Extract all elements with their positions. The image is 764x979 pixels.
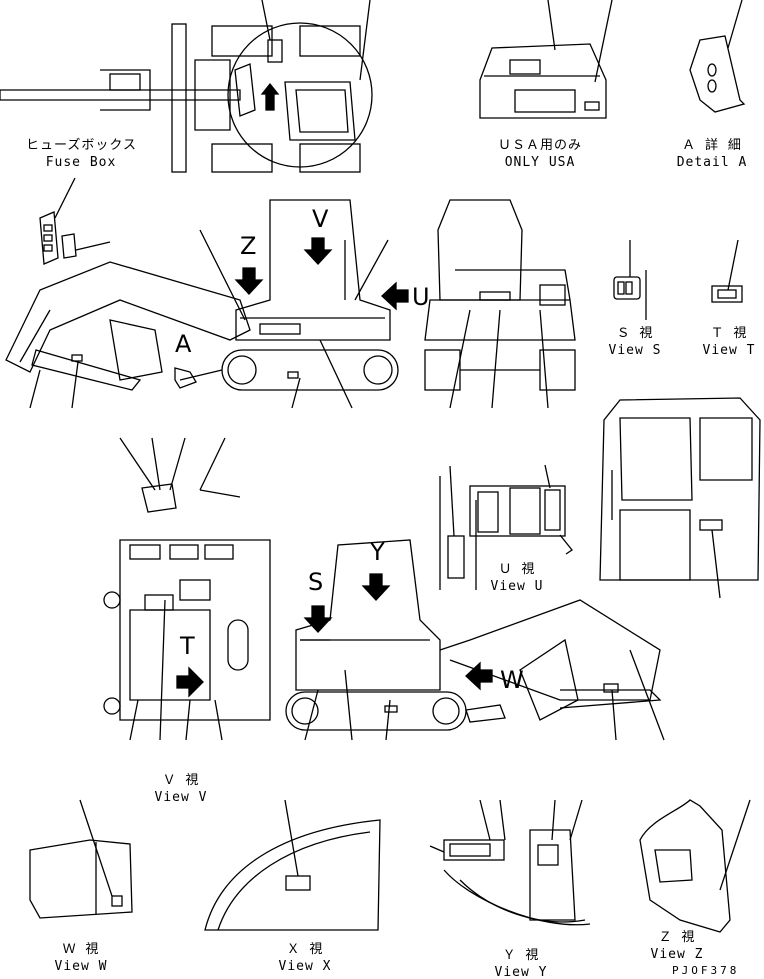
cab-view [599,397,761,599]
rear-view [424,199,576,409]
view-letter-z: Z [240,232,257,260]
lower-side-view [285,539,665,741]
fuse-box-label-en: Fuse Box [45,155,117,170]
view-letter-y: Y [370,538,385,566]
usa-only-label-en: ONLY USA [504,155,576,170]
main-side-view [5,199,409,409]
detail-a-label-en: Detail A [676,155,748,170]
view-z-drawing [639,799,751,933]
view-z-label-jp: Ｚ 視 [658,930,696,945]
view-t-label-jp: Ｔ 視 [710,326,748,341]
fuse-box-label-jp: ヒューズボックス [26,138,137,153]
view-t-drawing [711,239,743,303]
detail-a-label-jp: Ａ 詳 細 [682,138,742,153]
view-u-label-jp: Ｕ 視 [498,562,536,577]
usa-only-machine [479,0,613,119]
view-v-label-en: View V [154,790,208,805]
view-s-drawing [613,240,647,320]
view-t-label-en: View T [702,343,756,358]
view-u-label-en: View U [490,579,544,594]
view-y-label-jp: Ｙ 視 [502,948,540,963]
top-plan-view [0,0,373,173]
detail-a-drawing [689,0,746,113]
view-w-label-en: View W [54,959,108,974]
view-s-label-en: View S [608,343,662,358]
view-s-label-jp: Ｓ 視 [616,326,654,341]
view-u-drawing [439,464,573,590]
view-letter-w: W [500,666,524,694]
view-z-label-en: View Z [650,947,704,962]
view-letter-a: A [175,330,192,358]
view-letter-s: S [308,568,324,596]
usa-only-label-jp: ＵＳＡ用のみ [497,138,582,153]
fuse-box-drawing [39,177,111,265]
view-x-label-jp: Ｘ 視 [286,942,324,957]
view-v-label-jp: Ｖ 視 [162,773,200,788]
view-x-drawing [204,799,381,931]
view-letter-u: U [412,283,430,311]
view-v-drawing [103,437,271,741]
view-y-label-en: View Y [494,965,548,979]
view-letter-t: T [180,632,195,660]
drawing-code: PJOF378 [672,964,740,977]
view-x-label-en: View X [278,959,332,974]
view-letter-v: V [312,205,329,233]
view-w-drawing [29,799,133,919]
view-y-drawing [429,799,591,926]
view-w-label-jp: Ｗ 視 [62,942,100,957]
